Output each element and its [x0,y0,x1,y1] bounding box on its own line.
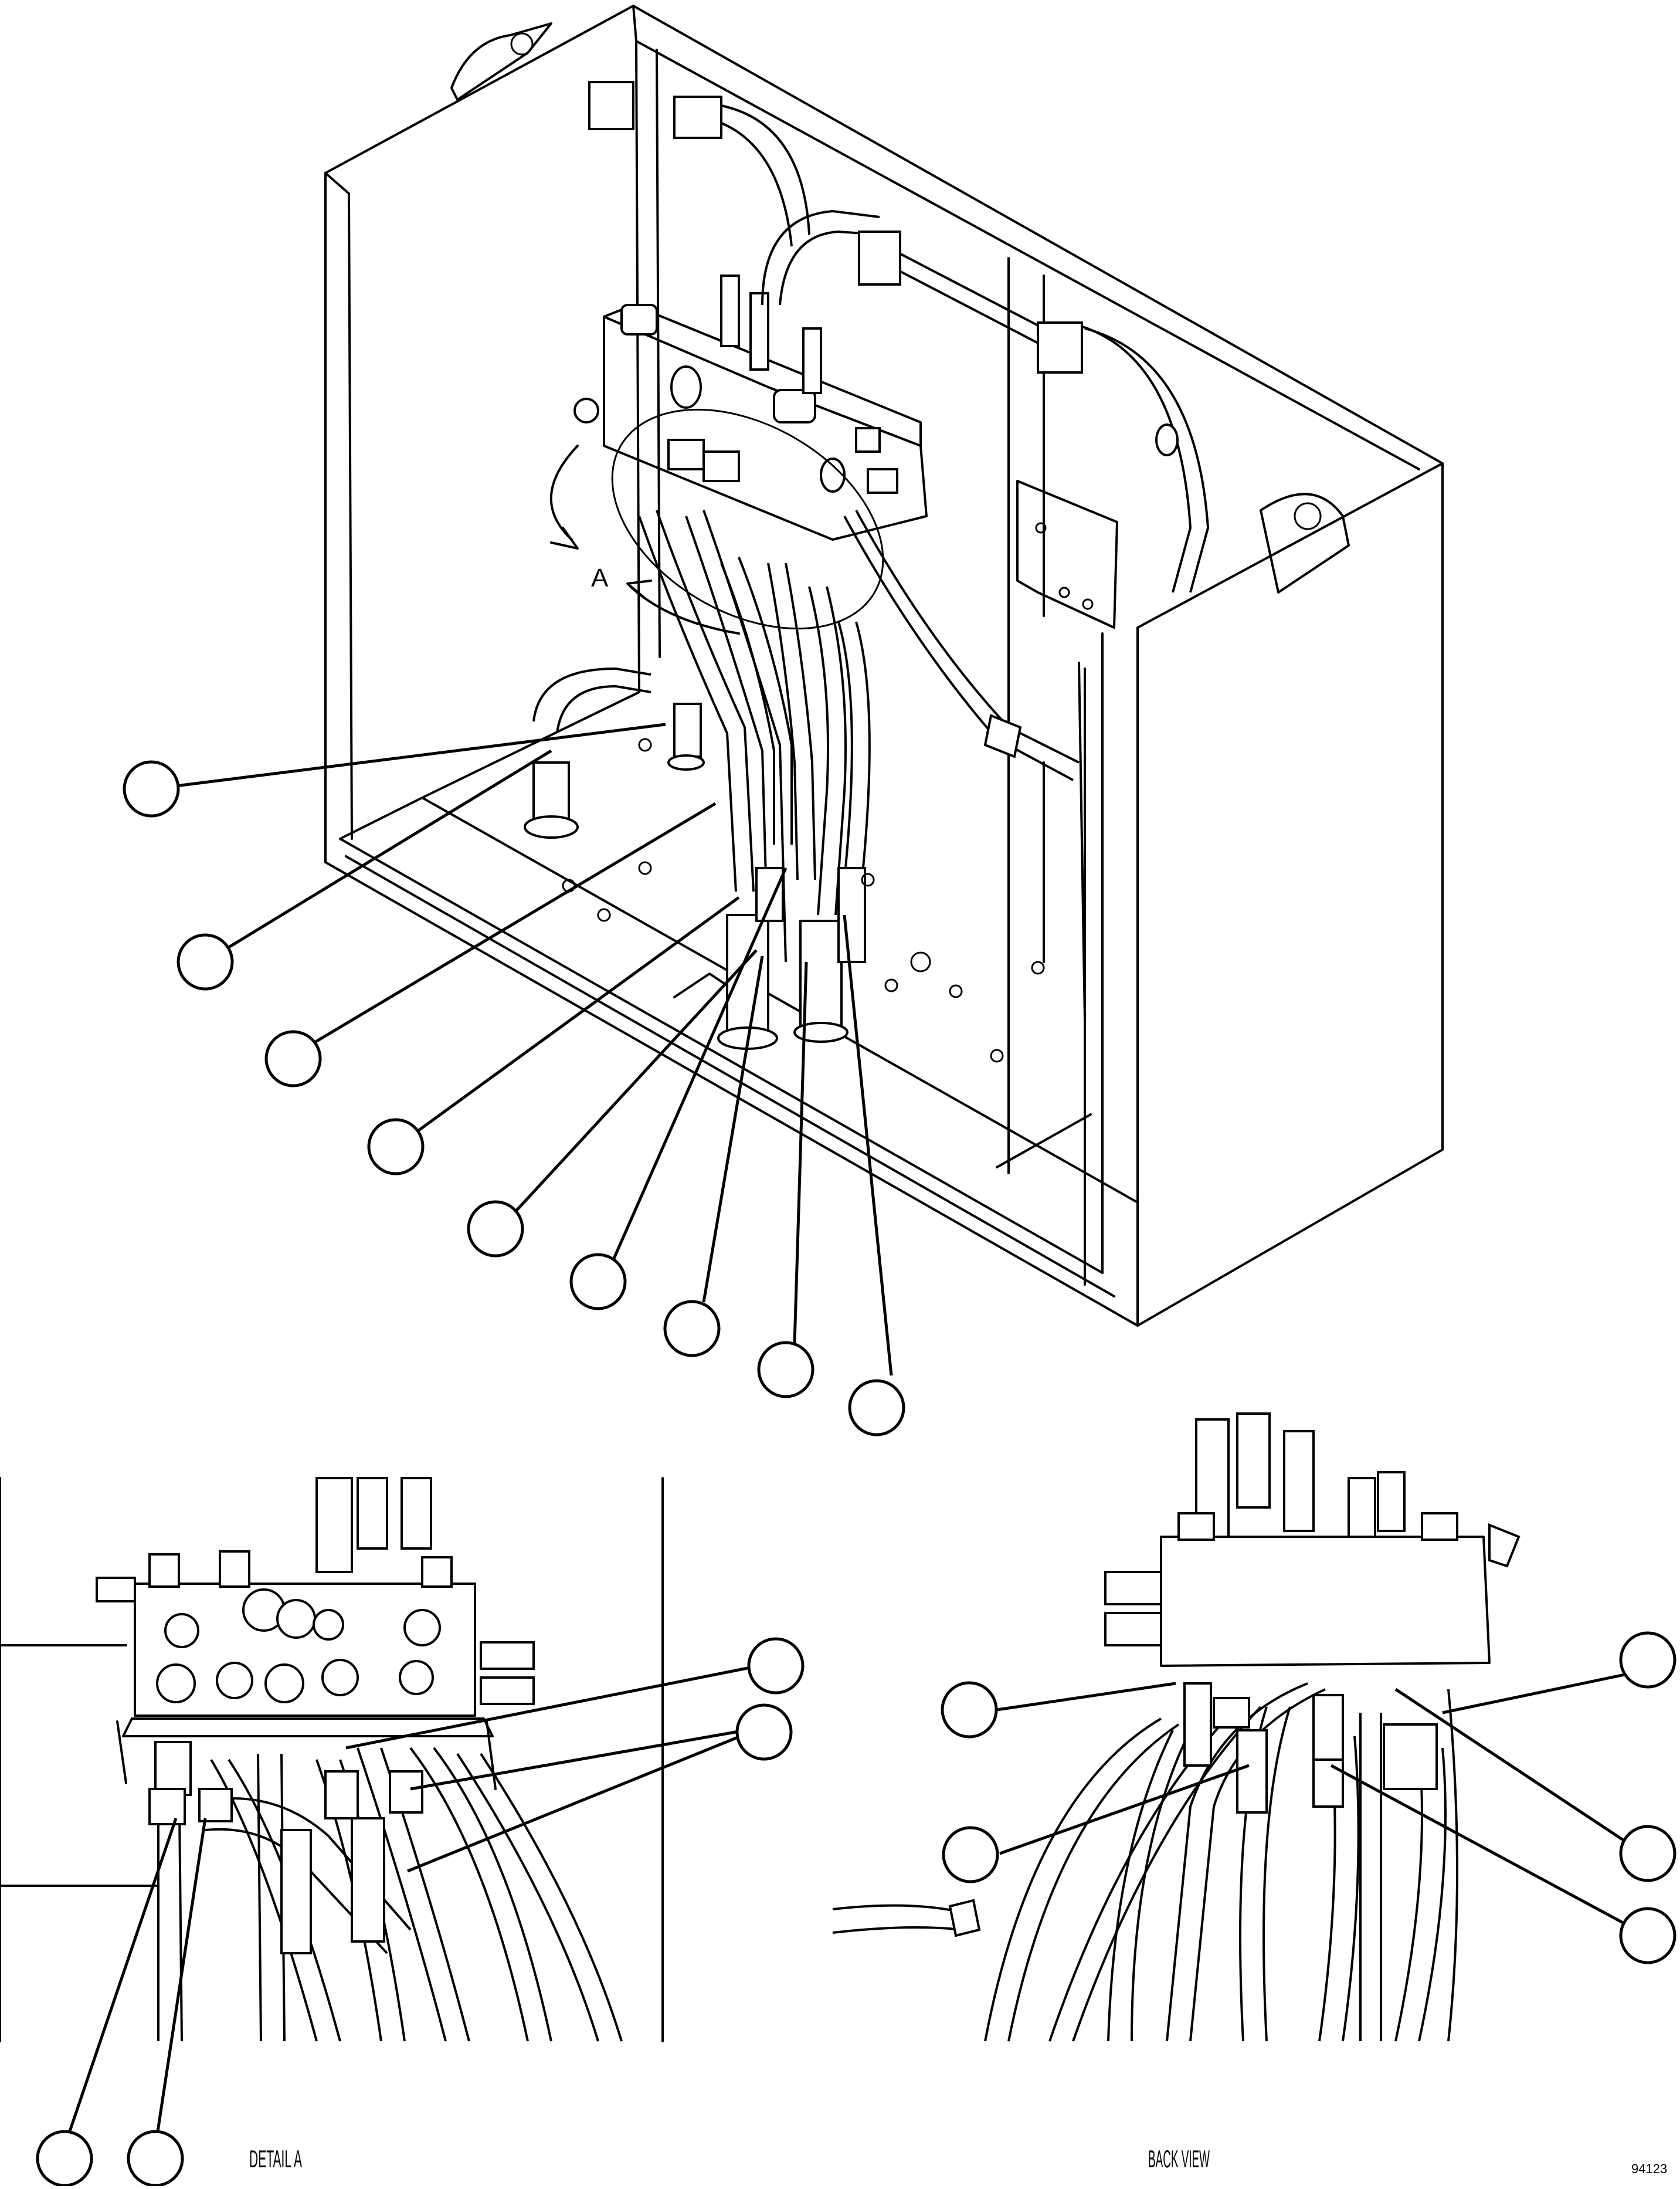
callout-circle [264,1030,322,1087]
valve-block [573,275,928,541]
callout-circle [735,1703,793,1761]
callout-circle [467,1200,524,1258]
callout-circle [1619,1631,1676,1689]
enclosure-box [324,5,1444,1327]
lower-hoses [524,510,1045,1063]
callout-circle [1619,1825,1676,1882]
back-view-caption: BACK VIEW [1148,2145,1210,2173]
callout-circle [942,1826,999,1883]
main-enclosure-view: A [123,5,1444,1436]
callout-circle [757,1341,814,1398]
callout-circle [941,1681,998,1739]
callout-circle [127,2130,184,2187]
detail-a-marker: A [549,408,884,635]
callout-circle [747,1637,805,1695]
upper-hoses [588,81,1210,781]
drawing-number: 94123 [1631,2161,1667,2176]
detail-marker-label: A [591,564,609,592]
callout-circle [848,1379,905,1436]
callout-circle [123,760,180,818]
main-callouts [123,723,905,1436]
callout-circle [367,1118,425,1175]
back-view: BACK VIEW [832,1412,1676,2173]
detail-a-view: DETAIL A [0,1477,805,2187]
callout-circle [1619,1907,1676,1964]
callout-circle [36,2130,93,2187]
callout-circle [569,1253,627,1310]
detail-a-caption: DETAIL A [249,2145,302,2173]
callout-circle [663,1300,721,1357]
callout-circle [177,933,234,991]
